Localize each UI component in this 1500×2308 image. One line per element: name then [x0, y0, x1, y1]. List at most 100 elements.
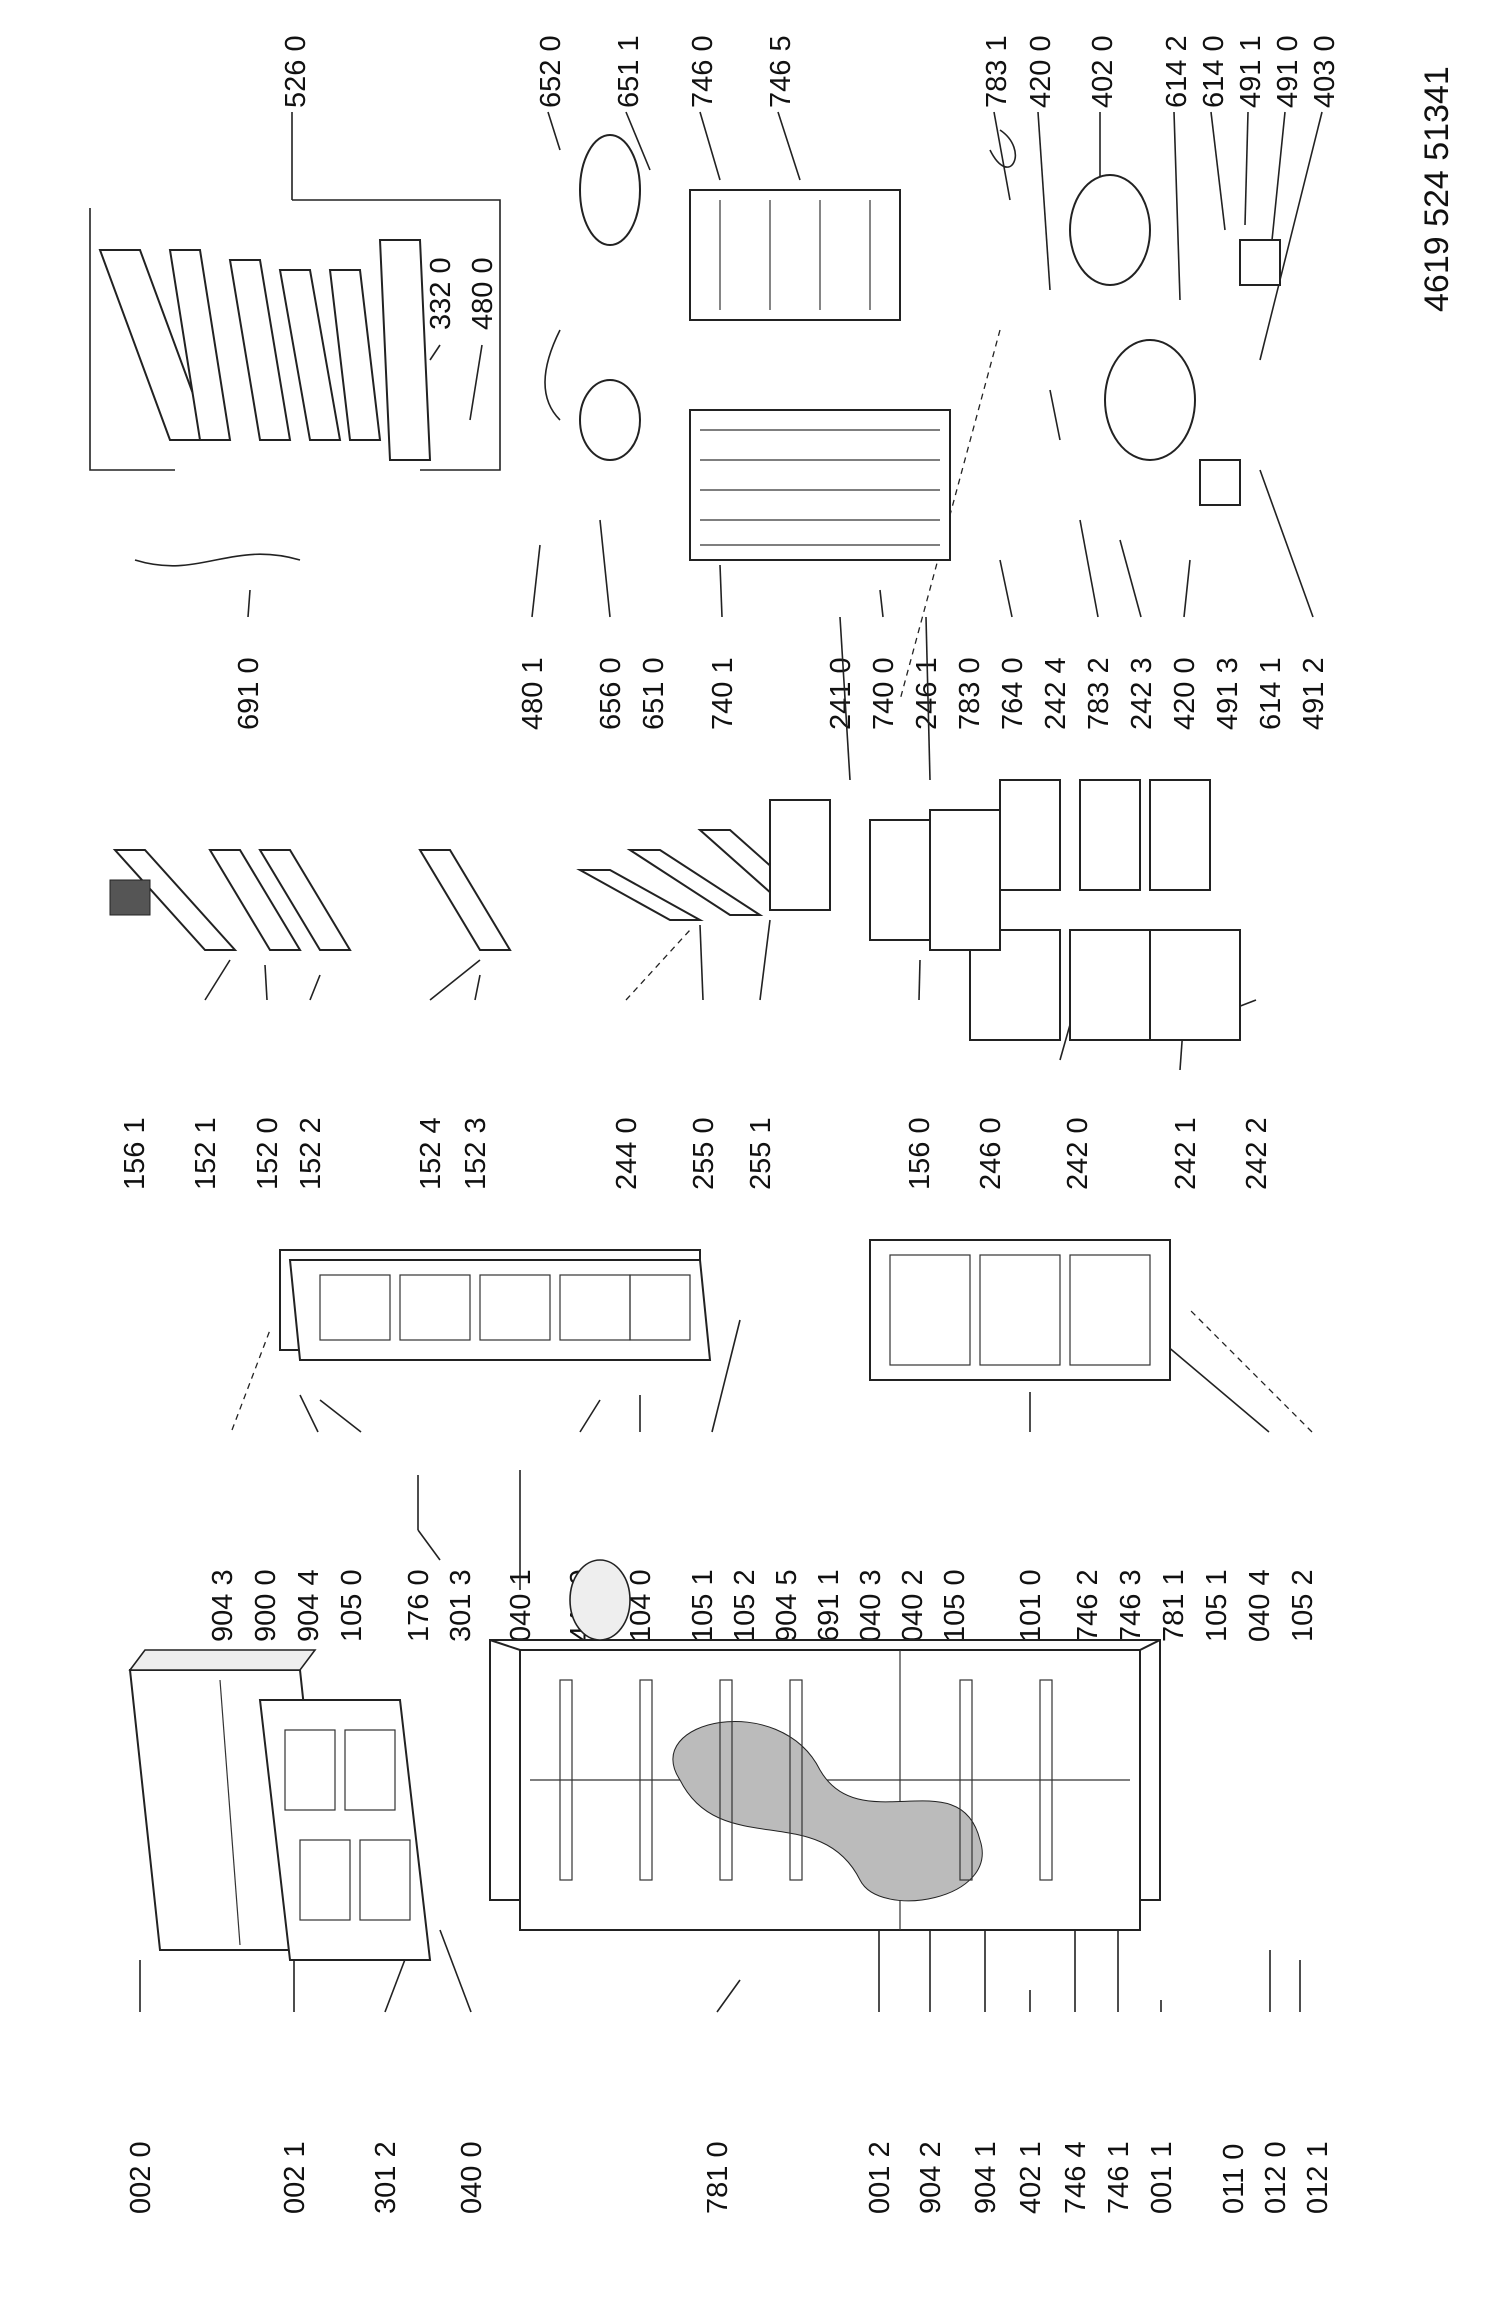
glass-shelves	[576, 799, 831, 921]
label-mid-8: 783 0	[954, 657, 986, 730]
label-door-12: 691 1	[813, 1569, 845, 1642]
lower-door-part	[869, 1239, 1171, 1381]
cabinet-body	[489, 1639, 1161, 1931]
label-left-4: 781 0	[702, 2141, 734, 2214]
label-mid-2: 656 0	[595, 657, 627, 730]
label-shelf-11: 242 0	[1062, 1117, 1094, 1190]
label-shelf-6: 244 0	[611, 1117, 643, 1190]
label-mid-1: 480 1	[517, 657, 549, 730]
label-left-2: 301 2	[370, 2141, 402, 2214]
label-door-14: 040 2	[897, 1569, 929, 1642]
label-door-9: 105 1	[687, 1569, 719, 1642]
label-shelf-5: 152 3	[460, 1117, 492, 1190]
label-left-9: 746 4	[1060, 2141, 1092, 2214]
label-door-17: 746 2	[1072, 1569, 1104, 1642]
label-door-19: 781 1	[1158, 1569, 1190, 1642]
label-top-3: 746 0	[687, 35, 719, 108]
label-shelf-10: 246 0	[975, 1117, 1007, 1190]
label-door-10: 105 2	[729, 1569, 761, 1642]
condenser-grid	[689, 409, 951, 561]
label-shelf-0: 156 1	[119, 1117, 151, 1190]
label-door-3: 105 0	[336, 1569, 368, 1642]
label-left-0: 002 0	[125, 2141, 157, 2214]
label-mid-14: 491 3	[1212, 657, 1244, 730]
label-left-8: 402 1	[1015, 2141, 1047, 2214]
label-shelf-1: 152 1	[190, 1117, 222, 1190]
label-door-11: 904 5	[771, 1569, 803, 1642]
label-shelf-13: 242 2	[1241, 1117, 1273, 1190]
upper-door-part	[279, 1249, 712, 1361]
label-door-21: 040 4	[1244, 1569, 1276, 1642]
label-door-4: 176 0	[403, 1569, 435, 1642]
label-top-2: 651 1	[613, 35, 645, 108]
label-top-7: 402 0	[1087, 35, 1119, 108]
label-shelf-8: 255 1	[745, 1117, 777, 1190]
label-mid-5: 241 0	[825, 657, 857, 730]
label-mid-6: 740 0	[868, 657, 900, 730]
label-mid-11: 783 2	[1083, 657, 1115, 730]
label-mid-16: 491 2	[1298, 657, 1330, 730]
label-mid-3: 651 0	[638, 657, 670, 730]
label-top-8: 614 2	[1161, 35, 1193, 108]
label-door-0: 904 3	[207, 1569, 239, 1642]
label-left-12: 011 0	[1218, 2144, 1250, 2214]
sensor-cable	[134, 553, 301, 567]
compressor-parts	[989, 129, 1281, 506]
labels-door-column: 904 3 900 0 904 4 105 0 176 0 301 3 040 …	[207, 1569, 1319, 1642]
labels-left-column: 002 0 002 1 301 2 040 0 781 0 001 2 904 …	[125, 2141, 1334, 2214]
insulation-part	[569, 1559, 631, 1641]
door-shelves	[109, 849, 512, 951]
leader-lines	[89, 111, 1323, 2013]
label-shelf-7: 255 0	[688, 1117, 720, 1190]
label-top-10: 491 1	[1235, 35, 1267, 108]
document-code: 4619 524 51341	[1418, 66, 1456, 312]
top-frame-part	[258, 1699, 432, 1961]
label-top-4: 746 5	[765, 35, 797, 108]
label-mid-9: 764 0	[997, 657, 1029, 730]
label-left-3: 040 0	[456, 2141, 488, 2214]
label-mid-15: 614 1	[1255, 657, 1287, 730]
label-top-5: 783 1	[981, 35, 1013, 108]
label-door-6: 040 1	[505, 1569, 537, 1642]
label-mid-0: 691 0	[233, 657, 265, 730]
label-left-6: 904 2	[915, 2141, 947, 2214]
label-door-1: 900 0	[250, 1569, 282, 1642]
label-door-5: 301 3	[445, 1569, 477, 1642]
labels-shelf-column: 156 1 152 1 152 0 152 2 152 4 152 3 244 …	[119, 1117, 1273, 1190]
label-door-22: 105 2	[1287, 1569, 1319, 1642]
control-panel-assembly	[98, 239, 432, 461]
label-door-16: 101 0	[1015, 1569, 1047, 1642]
label-left-5: 001 2	[864, 2141, 896, 2214]
label-left-11: 001 1	[1146, 2141, 1178, 2214]
label-mid-13: 420 0	[1169, 657, 1201, 730]
freezer-drawers	[869, 779, 1241, 1041]
label-left-7: 904 1	[970, 2141, 1002, 2214]
label-top-1: 652 0	[535, 35, 567, 108]
label-panel-1: 480 0	[467, 257, 499, 330]
label-shelf-2: 152 0	[252, 1117, 284, 1190]
label-top-6: 420 0	[1025, 35, 1057, 108]
label-top-0: 526 0	[280, 35, 312, 108]
label-left-1: 002 1	[279, 2141, 311, 2214]
label-mid-4: 740 1	[707, 657, 739, 730]
label-left-13: 012 0	[1260, 2141, 1292, 2214]
label-top-11: 491 0	[1272, 35, 1304, 108]
label-panel-0: 332 0	[425, 257, 457, 330]
label-shelf-4: 152 4	[415, 1117, 447, 1190]
label-door-20: 105 1	[1201, 1569, 1233, 1642]
label-door-18: 746 3	[1115, 1569, 1147, 1642]
fan-assembly	[544, 134, 641, 461]
labels-panel-parts: 332 0 480 0	[425, 257, 499, 330]
label-mid-12: 242 3	[1126, 657, 1158, 730]
label-left-14: 012 1	[1302, 2141, 1334, 2214]
label-door-2: 904 4	[293, 1569, 325, 1642]
label-door-13: 040 3	[855, 1569, 887, 1642]
label-shelf-12: 242 1	[1170, 1117, 1202, 1190]
label-door-15: 105 0	[939, 1569, 971, 1642]
evaporator-grid	[689, 189, 901, 321]
labels-top-row: 526 0 652 0 651 1 746 0 746 5 783 1 420 …	[280, 35, 1341, 108]
label-left-10: 746 1	[1103, 2141, 1135, 2214]
label-shelf-3: 152 2	[295, 1117, 327, 1190]
